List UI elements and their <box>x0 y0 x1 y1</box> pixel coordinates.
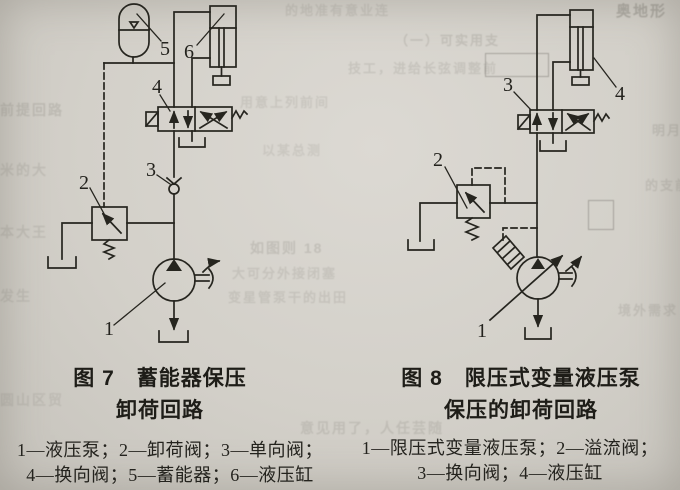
directional-valve-symbol <box>516 109 611 134</box>
check-valve-symbol <box>165 176 183 195</box>
circuit-accumulator-unloading: 5 6 4 3 2 1 <box>47 3 249 343</box>
figure7-caption-line2: 卸荷回路 <box>116 398 204 422</box>
callout-labels: 5 6 4 3 2 1 <box>79 13 225 340</box>
tank-symbol <box>539 132 567 152</box>
unloading-valve-symbol <box>47 206 128 269</box>
hydraulic-circuit-diagrams: 5 6 4 3 2 1 <box>47 3 625 343</box>
relief-valve-symbol <box>407 167 506 251</box>
hydraulic-cylinder-symbol <box>569 9 594 86</box>
callout-2: 2 <box>79 172 89 194</box>
callout-3: 3 <box>146 159 156 181</box>
bleedthrough-box <box>485 53 549 77</box>
callout-4: 4 <box>152 76 162 98</box>
figure7-legend-line2: 4—换向阀；5—蓄能器；6—液压缸 <box>26 464 314 485</box>
figure7-legend-line1: 1—液压泵；2—卸荷阀；3—单向阀； <box>17 440 323 460</box>
bleedthrough-box <box>588 200 614 230</box>
figure7-caption: 图 7 蓄能器保压 卸荷回路 <box>20 363 300 426</box>
callout-1: 1 <box>104 318 114 340</box>
figure8-legend-line2: 3—换向阀；4—液压缸 <box>417 462 603 483</box>
figure8-caption-line2: 保压的卸荷回路 <box>444 398 598 422</box>
figure8-caption: 图 8 限压式变量液压泵 保压的卸荷回路 <box>378 363 664 426</box>
pipe-lines <box>489 14 571 258</box>
figure8-legend: 1—限压式变量液压泵；2—溢流阀； 3—换向阀；4—液压缸 <box>340 436 680 486</box>
tank-symbol <box>178 130 206 148</box>
variable-pump-symbol <box>488 227 583 340</box>
callout-3: 3 <box>503 74 513 96</box>
figure8-legend-line1: 1—限压式变量液压泵；2—溢流阀； <box>361 438 659 458</box>
callout-5: 5 <box>160 38 170 60</box>
figure8-caption-line1: 图 8 限压式变量液压泵 <box>401 367 641 390</box>
circuit-variable-pump-unloading: 3 4 2 1 <box>407 9 625 342</box>
accumulator-symbol <box>118 3 150 64</box>
pipe-lines <box>103 11 211 259</box>
figure7-legend: 1—液压泵；2—卸荷阀；3—单向阀； 4—换向阀；5—蓄能器；6—液压缸 <box>0 438 340 488</box>
callout-2: 2 <box>433 149 443 171</box>
callout-4: 4 <box>615 83 625 105</box>
hydraulic-cylinder-symbol <box>209 5 237 86</box>
callout-labels: 3 4 2 1 <box>433 57 625 342</box>
callout-6: 6 <box>184 41 194 63</box>
pump-symbol <box>152 257 221 343</box>
directional-valve-symbol <box>144 106 249 132</box>
figure7-caption-line1: 图 7 蓄能器保压 <box>73 367 247 390</box>
callout-1: 1 <box>477 320 487 342</box>
